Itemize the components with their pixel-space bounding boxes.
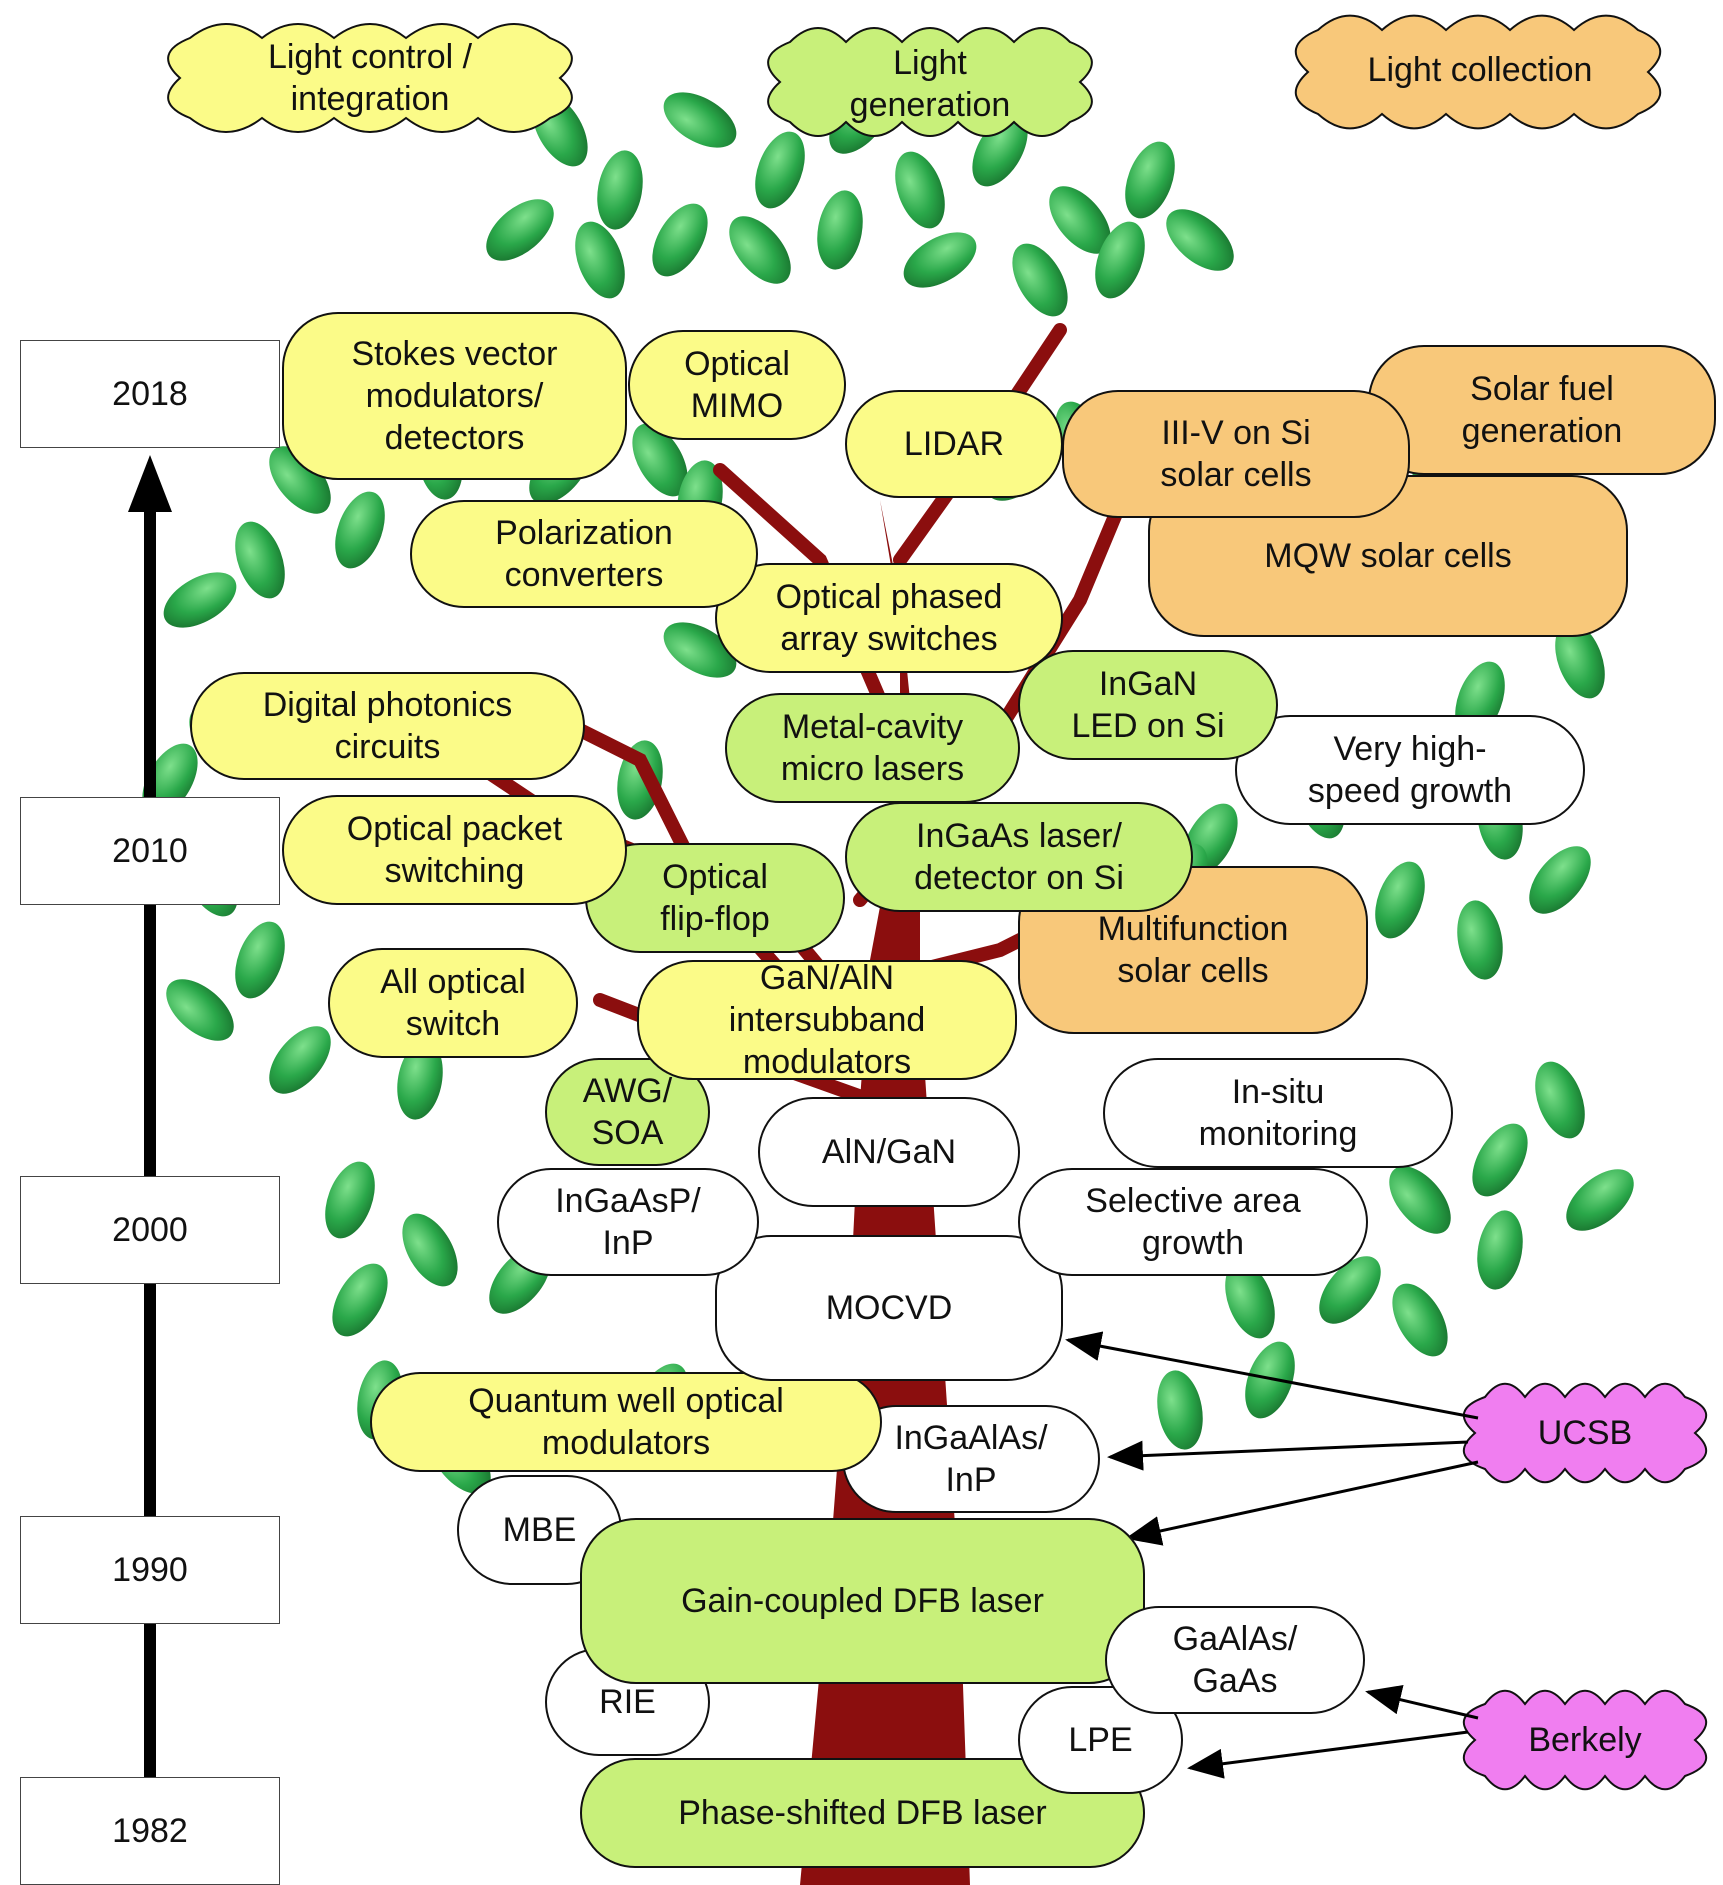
- node-quantum-well-optical-modulators: Quantum well optical modulators: [370, 1372, 882, 1472]
- node-all-optical-switch: All optical switch: [328, 948, 578, 1058]
- leaf-12: [729, 216, 791, 284]
- node-optical-flip-flop: Optical flip-flop: [585, 843, 845, 953]
- node-lidar: LIDAR: [845, 390, 1063, 498]
- year-1982: 1982: [20, 1777, 280, 1885]
- node-ingan-led-on-si: InGaN LED on Si: [1018, 650, 1278, 760]
- node-selective-area-growth: Selective area growth: [1018, 1168, 1368, 1276]
- leaf-14: [903, 232, 977, 288]
- berkely-to-lpe-arrow: [1187, 1730, 1469, 1779]
- leaf-15: [1012, 243, 1068, 317]
- ucsb-to-ingaalas-arrow: [1107, 1440, 1469, 1471]
- year-1990: 1990: [20, 1516, 280, 1624]
- leaf-66: [1392, 1283, 1448, 1357]
- node-optical-packet-switching: Optical packet switching: [282, 795, 627, 905]
- light-generation-cloud-label: Light generation: [849, 44, 1011, 124]
- leaf-65: [1319, 1256, 1381, 1324]
- leaf-52: [1457, 900, 1503, 980]
- leaf-7: [1049, 186, 1111, 254]
- node-gain-coupled-dfb-laser: Gain-coupled DFB laser: [580, 1518, 1145, 1684]
- light-collection-cloud: [1294, 14, 1662, 130]
- node-in-situ-monitoring: In-situ monitoring: [1103, 1058, 1453, 1168]
- leaf-27: [163, 572, 237, 628]
- light-generation-cloud: [767, 27, 1093, 137]
- berkely-cloud-label: Berkely: [1528, 1721, 1642, 1759]
- node-iii-v-on-si-solar-cells: III-V on Si solar cells: [1062, 390, 1410, 518]
- node-digital-photonics-circuits: Digital photonics circuits: [190, 672, 585, 780]
- leaf-58: [1566, 1169, 1634, 1231]
- leaf-59: [325, 1161, 375, 1239]
- leaf-33: [1555, 621, 1605, 699]
- leaf-18: [269, 446, 331, 514]
- leaf-56: [1389, 1166, 1451, 1234]
- node-very-high-speed-growth: Very high- speed growth: [1235, 715, 1585, 825]
- node-ingaalas-inp: InGaAlAs/ InP: [842, 1405, 1100, 1513]
- leaf-55: [1472, 1123, 1528, 1197]
- leaf-9: [486, 199, 554, 261]
- node-metal-cavity-micro-lasers: Metal-cavity micro lasers: [725, 693, 1020, 803]
- leaf-16: [1095, 221, 1145, 299]
- leaf-13: [817, 190, 863, 270]
- leaf-1: [597, 150, 643, 230]
- year-2018: 2018: [20, 340, 280, 448]
- leaf-51: [1375, 861, 1425, 939]
- node-ingaas-laser-detector-on-si: InGaAs laser/ detector on Si: [845, 802, 1193, 912]
- leaf-48: [397, 1040, 443, 1120]
- leaf-28: [235, 521, 285, 599]
- node-optical-phased-array-switches: Optical phased array switches: [715, 563, 1063, 673]
- leaf-3: [755, 131, 805, 209]
- berkely-to-gaalas-arrow: [1365, 1684, 1479, 1720]
- leaf-5: [895, 151, 945, 229]
- leaf-10: [575, 221, 625, 299]
- category-clouds: [167, 14, 1708, 1791]
- leaf-54: [1535, 1061, 1585, 1139]
- leaf-19: [335, 491, 385, 569]
- node-solar-fuel-generation: Solar fuel generation: [1368, 345, 1716, 475]
- light-control-cloud: [167, 23, 573, 133]
- leaf-60: [402, 1213, 458, 1287]
- leaf-22: [632, 423, 688, 497]
- leaf-64: [1225, 1261, 1275, 1339]
- node-gaalas-gaas: GaAlAs/ GaAs: [1105, 1606, 1365, 1714]
- year-2010: 2010: [20, 797, 280, 905]
- ucsb-cloud: [1462, 1382, 1708, 1484]
- leaf-2: [663, 92, 737, 148]
- timeline-arrowhead: [128, 455, 172, 512]
- year-2000: 2000: [20, 1176, 280, 1284]
- node-polarization-converters: Polarization converters: [410, 500, 758, 608]
- node-aln-gan: AlN/GaN: [758, 1097, 1020, 1207]
- leaf-17: [1166, 209, 1234, 271]
- node-optical-mimo: Optical MIMO: [628, 330, 846, 440]
- node-gan-aln-intersubband-modulators: GaN/AlN intersubband modulators: [637, 959, 1017, 1081]
- leaf-71: [1245, 1341, 1295, 1419]
- leaf-44: [235, 921, 285, 999]
- leaf-57: [1477, 1210, 1523, 1290]
- ucsb-to-mocvd-arrow: [1065, 1331, 1479, 1420]
- ucsb-cloud-label: UCSB: [1537, 1414, 1633, 1452]
- light-collection-cloud-label: Light collection: [1367, 51, 1593, 89]
- leaf-53: [1529, 846, 1591, 914]
- leaf-8: [1125, 141, 1175, 219]
- node-mocvd: MOCVD: [715, 1235, 1063, 1381]
- ucsb-to-gain-coupled-arrow: [1125, 1460, 1479, 1546]
- node-stokes-vector-modulators-detectors: Stokes vector modulators/ detectors: [282, 312, 627, 480]
- leaf-70: [1157, 1370, 1203, 1450]
- leaf-11: [652, 203, 708, 277]
- leaf-46: [269, 1026, 331, 1094]
- berkely-cloud: [1462, 1689, 1708, 1791]
- influence-arrows: [1065, 1331, 1479, 1779]
- leaf-45: [166, 979, 234, 1041]
- light-control-cloud-label: Light control / integration: [267, 38, 473, 118]
- node-ingaasp-inp: InGaAsP/ InP: [497, 1168, 759, 1276]
- leaf-63: [332, 1263, 388, 1337]
